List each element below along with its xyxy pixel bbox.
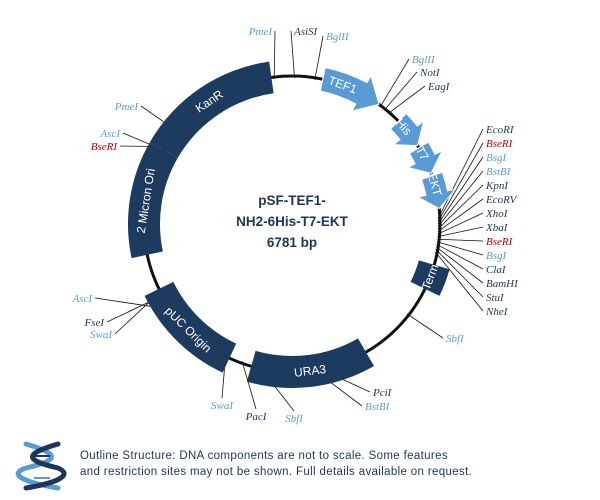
site-label-ecorv: EcoRV	[485, 194, 518, 206]
feature-his	[389, 112, 425, 147]
site-leader-nhei	[435, 251, 484, 312]
feature-label-t7: T7	[413, 144, 432, 163]
site-leader-asisi	[290, 30, 295, 79]
site-leader-bstbi	[437, 170, 484, 227]
footer-line-1: Outline Structure: DNA components are no…	[80, 450, 448, 462]
site-label-bstbi: BstBI	[486, 166, 512, 178]
site-label-kpni: KpnI	[485, 180, 509, 192]
site-leader-bamhi	[435, 246, 484, 284]
site-leader-kpni	[437, 184, 484, 230]
site-leader-paci	[241, 361, 257, 410]
site-label-bseri: BseRI	[486, 138, 514, 150]
site-leader-stui	[435, 249, 484, 298]
site-label-bsgi: BsgI	[486, 152, 508, 164]
feature-tef1	[319, 66, 380, 112]
site-leader-xbai	[437, 226, 484, 238]
site-label-swai: SwaI	[90, 329, 113, 341]
site-label-xhoi: XhoI	[485, 208, 509, 220]
feature-term	[410, 260, 450, 296]
site-leader-bseri	[437, 238, 484, 242]
site-label-pmei: PmeI	[248, 26, 274, 38]
site-leader-bsgi	[436, 241, 484, 256]
site-leader-clai	[436, 243, 484, 270]
site-leader-bglii	[379, 58, 410, 108]
site-leader-bsgi	[437, 156, 484, 225]
site-leader-eagi	[387, 85, 426, 115]
site-leader-bseri	[437, 142, 484, 222]
feature-ekt	[416, 171, 457, 210]
site-label-bstbi: BstBI	[365, 401, 391, 413]
site-label-sbfi: SbfI	[446, 333, 465, 345]
site-label-bseri: BseRI	[91, 141, 119, 153]
site-label-bglii: BglII	[412, 54, 436, 66]
site-label-asci: AscI	[71, 293, 93, 305]
feature-ura3	[246, 338, 374, 388]
site-label-bseri: BseRI	[486, 236, 514, 248]
site-leader-xhoi	[437, 212, 484, 235]
site-leader-bglii	[314, 35, 324, 80]
site-label-nhei: NheI	[485, 306, 509, 318]
site-label-pcii: PciI	[372, 387, 393, 399]
site-label-eagi: EagI	[427, 81, 451, 93]
site-label-clai: ClaI	[486, 264, 507, 276]
feature-puc-origin	[144, 281, 237, 373]
site-label-fsei: FseI	[83, 317, 105, 329]
plasmid-size: 6781 bp	[267, 235, 317, 250]
site-label-asci: AscI	[99, 128, 121, 140]
site-label-paci: PacI	[245, 411, 268, 423]
feature-label-ekt: EKT	[425, 171, 445, 198]
plasmid-name-line1: pSF-TEF1-	[258, 193, 326, 208]
site-label-asisi: AsiSI	[293, 26, 319, 38]
site-label-bamhi: BamHI	[486, 278, 519, 290]
site-leader-ecori	[437, 128, 484, 220]
feature-t7	[406, 141, 444, 174]
feature-2-micron-ori	[128, 142, 178, 259]
site-label-bsgi: BsgI	[486, 250, 508, 262]
site-label-xbai: XbaI	[485, 222, 509, 234]
footer-line-2: and restriction sites may not be shown. …	[80, 466, 473, 478]
site-leader-ecorv	[437, 198, 484, 232]
site-label-bglii: BglII	[326, 31, 350, 43]
site-label-swai: SwaI	[211, 400, 234, 412]
site-leader-pmei	[273, 30, 276, 80]
site-label-pmei: PmeI	[114, 101, 140, 113]
site-label-noti: NotI	[419, 67, 441, 79]
site-label-stui: StuI	[486, 292, 505, 304]
site-leader-sbfi	[406, 313, 444, 339]
feature-label-ura3: URA3	[293, 362, 327, 380]
site-label-ecori: EcoRI	[485, 124, 515, 136]
disclaimer-footer: Outline Structure: DNA components are no…	[80, 448, 590, 480]
site-leader-noti	[383, 71, 418, 111]
site-label-sbfi: SbfI	[285, 413, 304, 425]
feature-kanr	[149, 61, 274, 158]
dna-helix-logo	[15, 441, 67, 491]
plasmid-name-line2: NH2-6His-T7-EKT	[236, 214, 349, 229]
